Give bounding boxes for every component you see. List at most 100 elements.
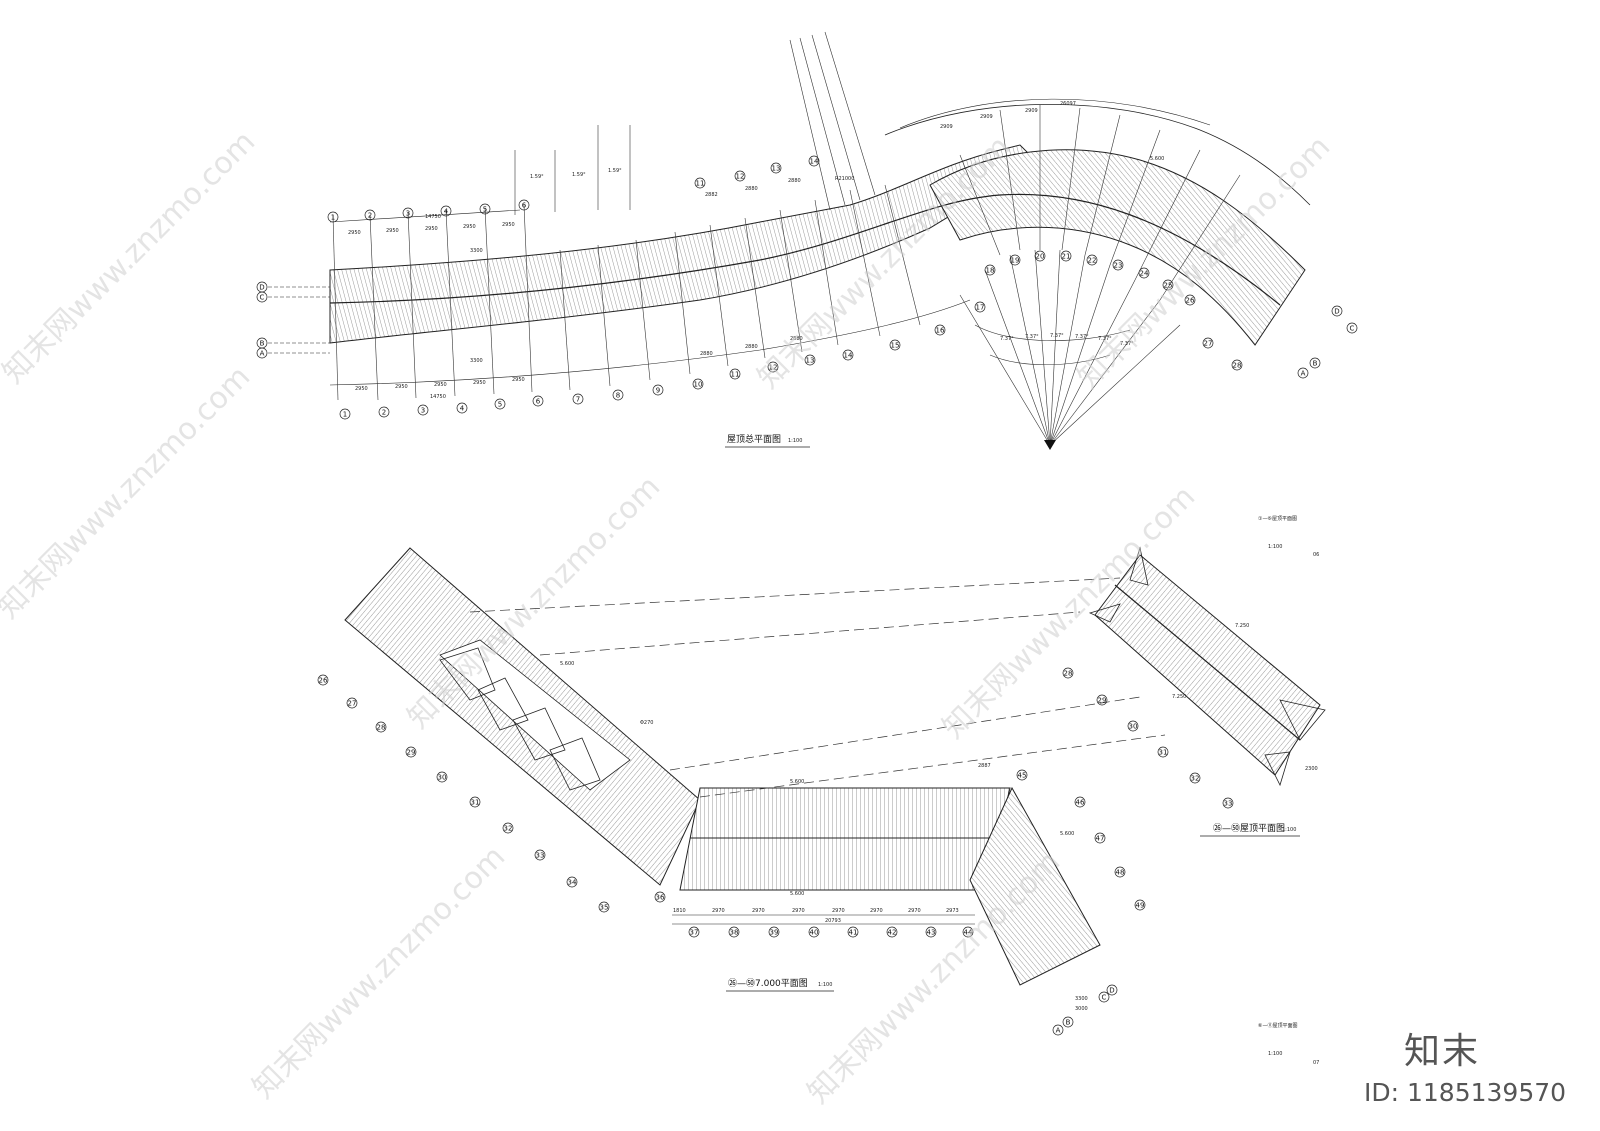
dim-bay-2880d: 2880 [745,344,758,350]
dim-2970-5: 2970 [870,908,883,914]
dim-3300-rw: 3300 [1075,996,1088,1002]
axis-43: 43 [927,929,936,937]
axis-11-top: 11 [696,180,705,188]
axis-31-rp: 31 [1159,749,1168,757]
dim-bay-b1: 2950 [355,386,368,392]
axis-14-top: 14 [810,158,819,166]
axis-11-bottom: 11 [731,371,740,379]
dim-arc-1: 2909 [940,124,953,130]
dim-2300-rp: 2300 [1305,766,1318,772]
axis-3-bottom: 3 [421,407,425,415]
axis-bubbles-bottom-row: 1 2 3 4 5 6 7 8 9 10 11 12 13 14 15 16 1… [339,250,1243,420]
axis-48: 48 [1116,869,1125,877]
small-sheet-1: 06 [1313,552,1319,558]
axis-letter-right-c: C [1350,325,1355,333]
axis-28-rp: 28 [1064,670,1073,678]
radius-note: R21000 [835,176,854,182]
axis-18: 18 [986,267,995,275]
roof-master-plan-scale: 1:100 [788,438,802,444]
fan-angle-2: 7.37° [1025,334,1039,340]
dim-angle-3: 1.59° [608,168,622,174]
axis-letter-b: B [260,340,265,348]
axis-40: 40 [810,929,819,937]
left-wing-frames [439,647,601,791]
dashed-reference-lines [469,577,1166,798]
axis-29-rp: 29 [1098,697,1107,705]
dim-angle-1: 1.59° [530,174,544,180]
small-title-2: ⑥—⑪屋顶平面图 [1258,1022,1297,1029]
note-270: Φ270 [640,720,653,726]
dim-arc-top: 26097 [1060,101,1076,107]
axis-a-rw: A [1056,1027,1061,1035]
axis-letter-right-b: B [1313,360,1318,368]
dim-bay-3: 2950 [425,226,438,232]
axis-17-bottom: 17 [976,304,985,312]
axis-26-lw: 26 [319,677,328,685]
dim-bay-2880c: 2880 [700,351,713,357]
axis-4-top: 4 [444,208,449,216]
dim-bay-2882: 2882 [705,192,718,198]
dim-bay-2880b: 2880 [788,178,801,184]
small-title-1: ①—⑥屋顶平面图 [1258,516,1297,522]
axis-42: 42 [888,929,897,937]
dim-bay-1: 2950 [348,230,361,236]
axis-7-bottom: 7 [576,396,580,404]
watermark-7: 知末网www.znzmo.com [246,839,512,1105]
brand-id: ID: 1185139570 [1364,1078,1566,1107]
floor-plan-scale: 1:100 [818,982,832,988]
axis-13-bottom: 13 [806,357,815,365]
axis-13-top: 13 [772,165,781,173]
dim-bay-2: 2950 [386,228,399,234]
axis-49: 49 [1136,902,1145,910]
axis-38: 38 [730,929,739,937]
elev-5600-rw: 5.600 [1060,831,1074,837]
axis-10-bottom: 10 [694,381,703,389]
axis-33-rp: 33 [1224,800,1233,808]
axis-26: 26 [1186,297,1195,305]
letter-axes-right: D C B A [1297,305,1358,379]
axis-bubbles-top-row: 1 2 3 4 5 6 11 12 13 14 [327,155,820,223]
dim-bay-b4: 2950 [473,380,486,386]
axis-letter-a: A [260,350,265,358]
axis-bubbles-right-wing: 45 46 47 48 49 A B C D [1016,769,1146,1036]
axis-32-lw: 32 [504,825,513,833]
dim-3300-top: 3300 [470,248,483,254]
small-scale-1: 1:100 [1268,544,1282,550]
dim-arc-3: 2909 [1025,108,1038,114]
axis-12-top: 12 [736,173,745,181]
letter-axes-left: D C B A [256,281,330,359]
dim-2970-1: 2970 [712,908,725,914]
dim-bay-b5: 2950 [512,377,525,383]
axis-5-bottom: 5 [498,401,502,409]
small-scale-2: 1:100 [1268,1051,1282,1057]
small-sheet-2: 07 [1313,1060,1319,1066]
floor-plan-7000: 26 27 28 29 30 31 32 33 34 35 36 37 38 3… [317,547,1146,1036]
axis-19: 19 [1011,257,1020,265]
axis-29-lw: 29 [407,749,416,757]
axis-44: 44 [964,929,973,937]
dim-first-bay: 1810 [673,908,686,914]
axis-22: 22 [1088,257,1097,265]
fan-angle-5: 7.37° [1098,336,1112,342]
axis-25: 25 [1164,282,1173,290]
dim-bay-4: 2950 [463,224,476,230]
brand-block: 知末 ID: 1185139570 [1364,1031,1566,1107]
grid-lines-left [332,184,921,401]
roof-finial-top [1129,546,1149,586]
axis-6-top: 6 [522,202,527,210]
axis-32-rp: 32 [1191,775,1200,783]
axis-33-lw: 33 [536,852,545,860]
axis-letter-c: C [260,294,265,302]
floor-plan-title: ㉖—㊿7.000平面图 [728,978,808,989]
axis-24: 24 [1140,270,1149,278]
axis-41: 41 [849,929,858,937]
axis-12-bottom: 12 [769,364,778,372]
dim-total-top: 14750 [425,214,441,220]
axis-letter-right-a: A [1301,370,1306,378]
roof-part-scale: 1:100 [1282,827,1296,833]
roof-band-left [329,144,1041,344]
axis-b-rw: B [1066,1019,1071,1027]
left-wing-inner [439,639,631,791]
axis-bubbles-middle: 37 38 39 40 41 42 43 44 [672,914,975,938]
elev-5600-top: 5.600 [1150,156,1164,162]
